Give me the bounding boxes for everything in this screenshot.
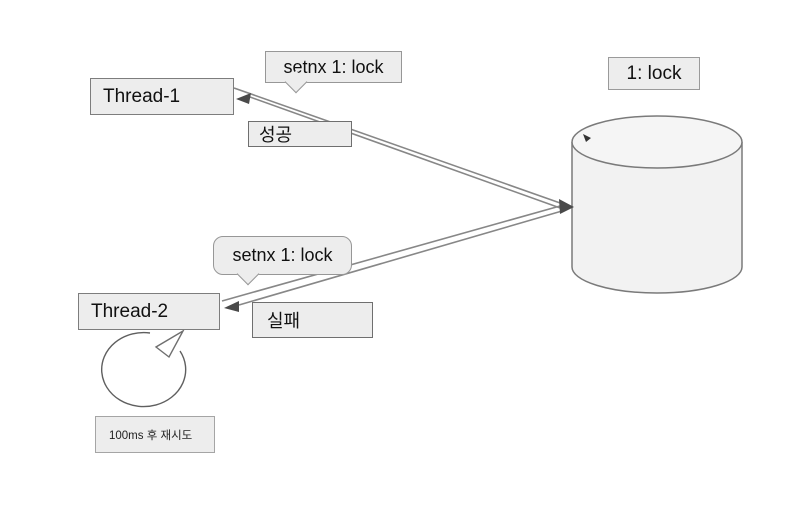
arrowhead-to-database [559,199,574,214]
success-label: 성공 [259,125,293,145]
retry-note-box: 100ms 후 재시도 [95,416,215,453]
retry-loop-arc [101,331,187,408]
retry-loop-arrow [101,329,187,408]
thread1-response-line [249,96,564,210]
cylinder-body-fill [572,142,742,293]
setnx-callout-thread1-label: setnx 1: lock [283,56,384,77]
setnx-callout-thread2: setnx 1: lock [213,236,352,286]
thread1-request-line [233,87,564,205]
failure-result-box: 실패 [252,302,373,338]
thread2-box: Thread-2 [78,293,220,330]
retry-note-label: 100ms 후 재시도 [109,429,193,442]
failure-label: 실패 [267,311,301,331]
setnx-callout-thread1: setnx 1: lock [265,51,402,94]
db-value-label: 1: lock [626,62,682,84]
thread2-response-line [238,210,563,306]
thread1-box: Thread-1 [90,78,234,115]
arrowhead-to-thread2 [224,301,239,312]
cylinder-body-outline [571,142,743,294]
retry-loop-arrowhead [154,329,185,359]
db-value-box: 1: lock [608,57,700,90]
cylinder-rim-mark [583,134,591,142]
thread1-label: Thread-1 [103,85,181,107]
thread2-request-line [221,205,561,302]
database-cylinder [571,115,743,294]
setnx-callout-thread2-label: setnx 1: lock [232,245,333,265]
cylinder-top [571,115,743,169]
arrowhead-to-thread1 [236,93,251,104]
success-result-box: 성공 [248,121,352,147]
thread2-label: Thread-2 [91,300,169,322]
